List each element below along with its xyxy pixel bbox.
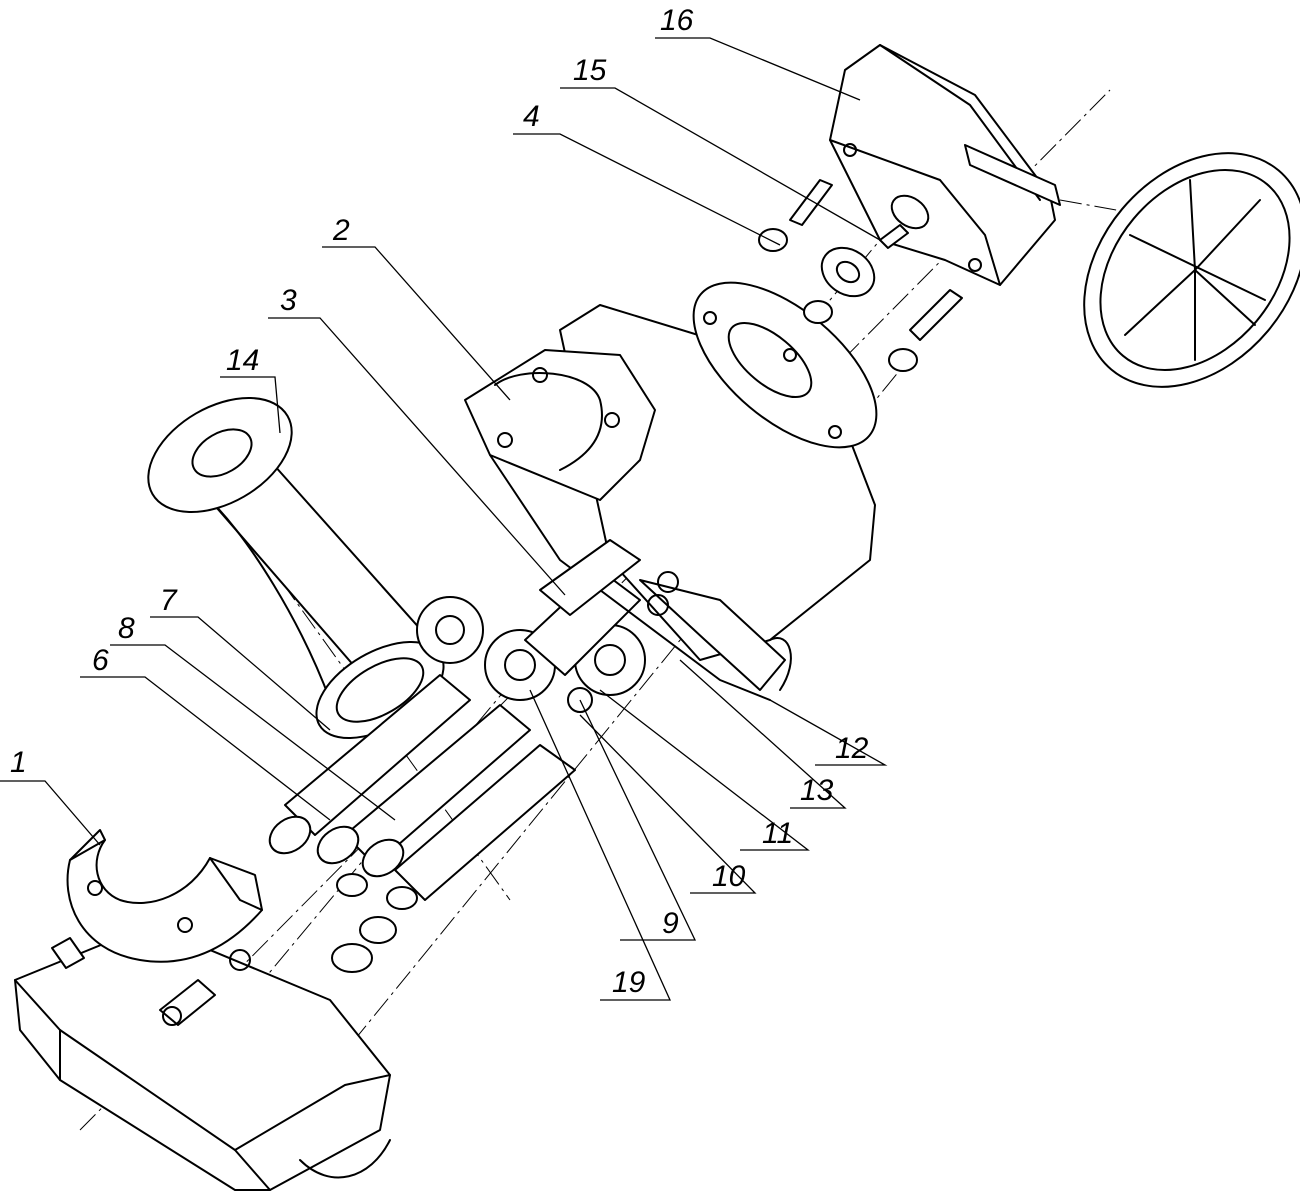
label-6: 6 bbox=[92, 644, 109, 677]
handwheel bbox=[1083, 152, 1300, 388]
label-9: 9 bbox=[662, 907, 679, 940]
label-4: 4 bbox=[523, 100, 540, 133]
part-16-gearbox bbox=[829, 44, 1061, 286]
part-6-7-8-rollers bbox=[268, 674, 576, 973]
part-1-lower-housing bbox=[14, 829, 391, 1191]
label-15: 15 bbox=[573, 54, 607, 87]
label-2: 2 bbox=[332, 214, 350, 247]
label-3: 3 bbox=[280, 284, 297, 317]
label-10: 10 bbox=[712, 860, 746, 893]
label-14: 14 bbox=[226, 344, 259, 377]
label-16: 16 bbox=[660, 4, 694, 37]
label-13: 13 bbox=[800, 774, 834, 807]
label-1: 1 bbox=[10, 746, 27, 779]
gear-train bbox=[416, 569, 646, 713]
leader-lines bbox=[0, 37, 888, 1001]
label-11: 11 bbox=[762, 817, 793, 850]
label-8: 8 bbox=[118, 612, 135, 645]
label-7: 7 bbox=[160, 584, 178, 617]
part-15-coupling-and-bolts bbox=[758, 179, 963, 372]
label-19: 19 bbox=[612, 966, 646, 999]
part-labels: 1 2 3 4 6 7 8 9 10 11 12 13 14 15 16 19 bbox=[10, 4, 869, 999]
label-12: 12 bbox=[835, 732, 869, 765]
